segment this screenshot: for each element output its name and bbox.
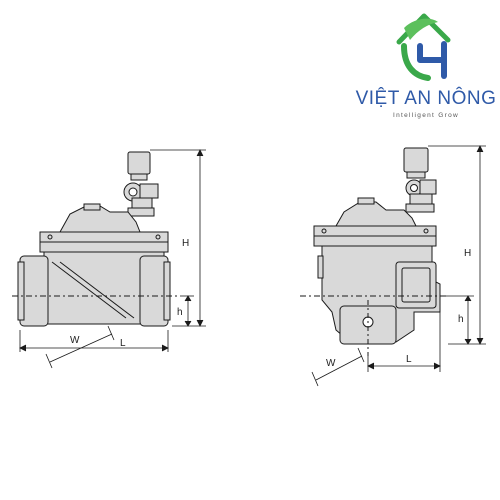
brand-tagline: Intelligent Grow: [393, 112, 459, 119]
angle-width-label: W: [326, 358, 336, 369]
brand-name: VIỆT AN NÔNG: [356, 87, 497, 109]
side-length-label: L: [120, 338, 126, 349]
solenoid-coil-right: [403, 147, 429, 173]
bonnet: [59, 205, 141, 233]
side-width-label: W: [70, 335, 80, 346]
solenoid-coil: [127, 151, 151, 175]
valve-angle-view: [300, 147, 446, 356]
brand-logo: VIỆT AN NÔNG Intelligent Grow: [356, 13, 497, 119]
side-height-label: H: [182, 238, 189, 249]
angle-view-dimensions: [311, 145, 486, 387]
valve-side-view: [12, 151, 178, 327]
angle-height-label: H: [464, 248, 471, 259]
logo-mark-icon: [396, 13, 451, 81]
side-offset-label: h: [177, 307, 183, 318]
flange: [39, 231, 169, 243]
side-view-dimensions: [19, 149, 206, 369]
angle-length-label: L: [406, 354, 412, 365]
angle-offset-label: h: [458, 314, 464, 325]
